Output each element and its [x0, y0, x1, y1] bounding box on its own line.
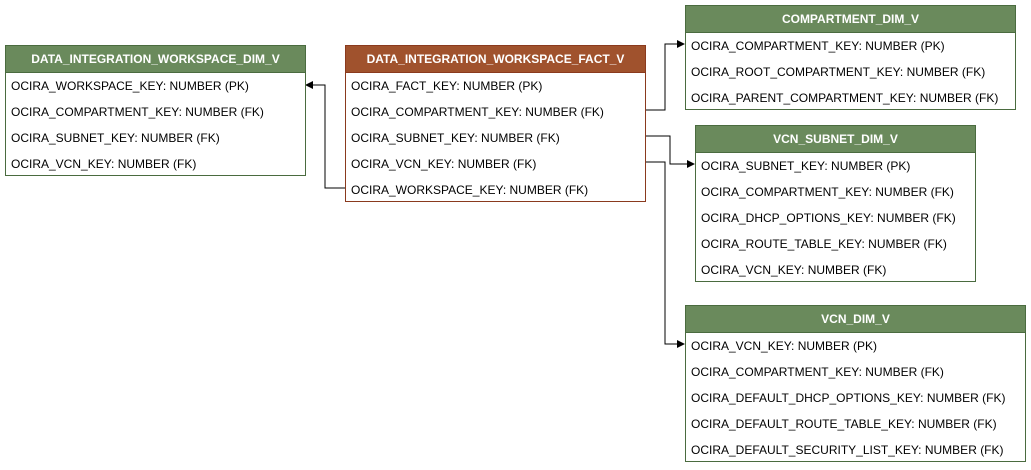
entity-row: OCIRA_DEFAULT_ROUTE_TABLE_KEY: NUMBER (F…: [691, 417, 997, 431]
entity-header: VCN_DIM_V: [686, 306, 1025, 333]
entity-row: OCIRA_VCN_KEY: NUMBER (FK): [351, 157, 537, 171]
entity-vcn-subnet-dim[interactable]: VCN_SUBNET_DIM_V OCIRA_SUBNET_KEY: NUMBE…: [695, 125, 976, 282]
entity-row: OCIRA_DEFAULT_SECURITY_LIST_KEY: NUMBER …: [691, 443, 1004, 457]
entity-row: OCIRA_VCN_KEY: NUMBER (PK): [691, 339, 878, 353]
entity-workspace-fact[interactable]: DATA_INTEGRATION_WORKSPACE_FACT_V OCIRA_…: [345, 45, 646, 202]
connector-fact-to-compartment-dim: [645, 40, 685, 111]
entity-row: OCIRA_VCN_KEY: NUMBER (FK): [11, 157, 197, 171]
entity-row: OCIRA_PARENT_COMPARTMENT_KEY: NUMBER (FK…: [691, 91, 999, 105]
entity-row: OCIRA_SUBNET_KEY: NUMBER (FK): [351, 131, 560, 145]
entity-workspace-dim[interactable]: DATA_INTEGRATION_WORKSPACE_DIM_V OCIRA_W…: [5, 45, 306, 176]
entity-row: OCIRA_ROOT_COMPARTMENT_KEY: NUMBER (FK): [691, 65, 986, 79]
entity-vcn-dim[interactable]: VCN_DIM_V OCIRA_VCN_KEY: NUMBER (PK) OCI…: [685, 305, 1026, 462]
entity-row: OCIRA_COMPARTMENT_KEY: NUMBER (PK): [691, 39, 945, 53]
entity-row: OCIRA_DHCP_OPTIONS_KEY: NUMBER (FK): [701, 211, 956, 225]
entity-row: OCIRA_WORKSPACE_KEY: NUMBER (PK): [11, 79, 249, 93]
entity-row: OCIRA_ROUTE_TABLE_KEY: NUMBER (FK): [701, 237, 947, 251]
entity-row: OCIRA_COMPARTMENT_KEY: NUMBER (FK): [701, 185, 954, 199]
entity-row: OCIRA_COMPARTMENT_KEY: NUMBER (FK): [351, 105, 604, 119]
entity-header: VCN_SUBNET_DIM_V: [696, 126, 975, 153]
entity-row: OCIRA_COMPARTMENT_KEY: NUMBER (FK): [11, 105, 264, 119]
entity-header: COMPARTMENT_DIM_V: [686, 6, 1015, 33]
entity-row: OCIRA_WORKSPACE_KEY: NUMBER (FK): [351, 183, 589, 197]
entity-row: OCIRA_VCN_KEY: NUMBER (FK): [701, 263, 887, 277]
connector-fact-to-vcn-dim: [645, 161, 685, 348]
entity-row: OCIRA_COMPARTMENT_KEY: NUMBER (FK): [691, 365, 944, 379]
entity-row: OCIRA_SUBNET_KEY: NUMBER (FK): [11, 131, 220, 145]
entity-row: OCIRA_FACT_KEY: NUMBER (PK): [351, 79, 543, 93]
entity-row: OCIRA_SUBNET_KEY: NUMBER (PK): [701, 159, 911, 173]
entity-header: DATA_INTEGRATION_WORKSPACE_DIM_V: [6, 46, 305, 73]
entity-header: DATA_INTEGRATION_WORKSPACE_FACT_V: [346, 46, 645, 73]
entity-compartment-dim[interactable]: COMPARTMENT_DIM_V OCIRA_COMPARTMENT_KEY:…: [685, 5, 1016, 110]
entity-row: OCIRA_DEFAULT_DHCP_OPTIONS_KEY: NUMBER (…: [691, 391, 1006, 405]
connector-fact-to-workspace-dim: [305, 81, 345, 189]
connector-fact-to-vcn-subnet-dim: [645, 135, 695, 168]
